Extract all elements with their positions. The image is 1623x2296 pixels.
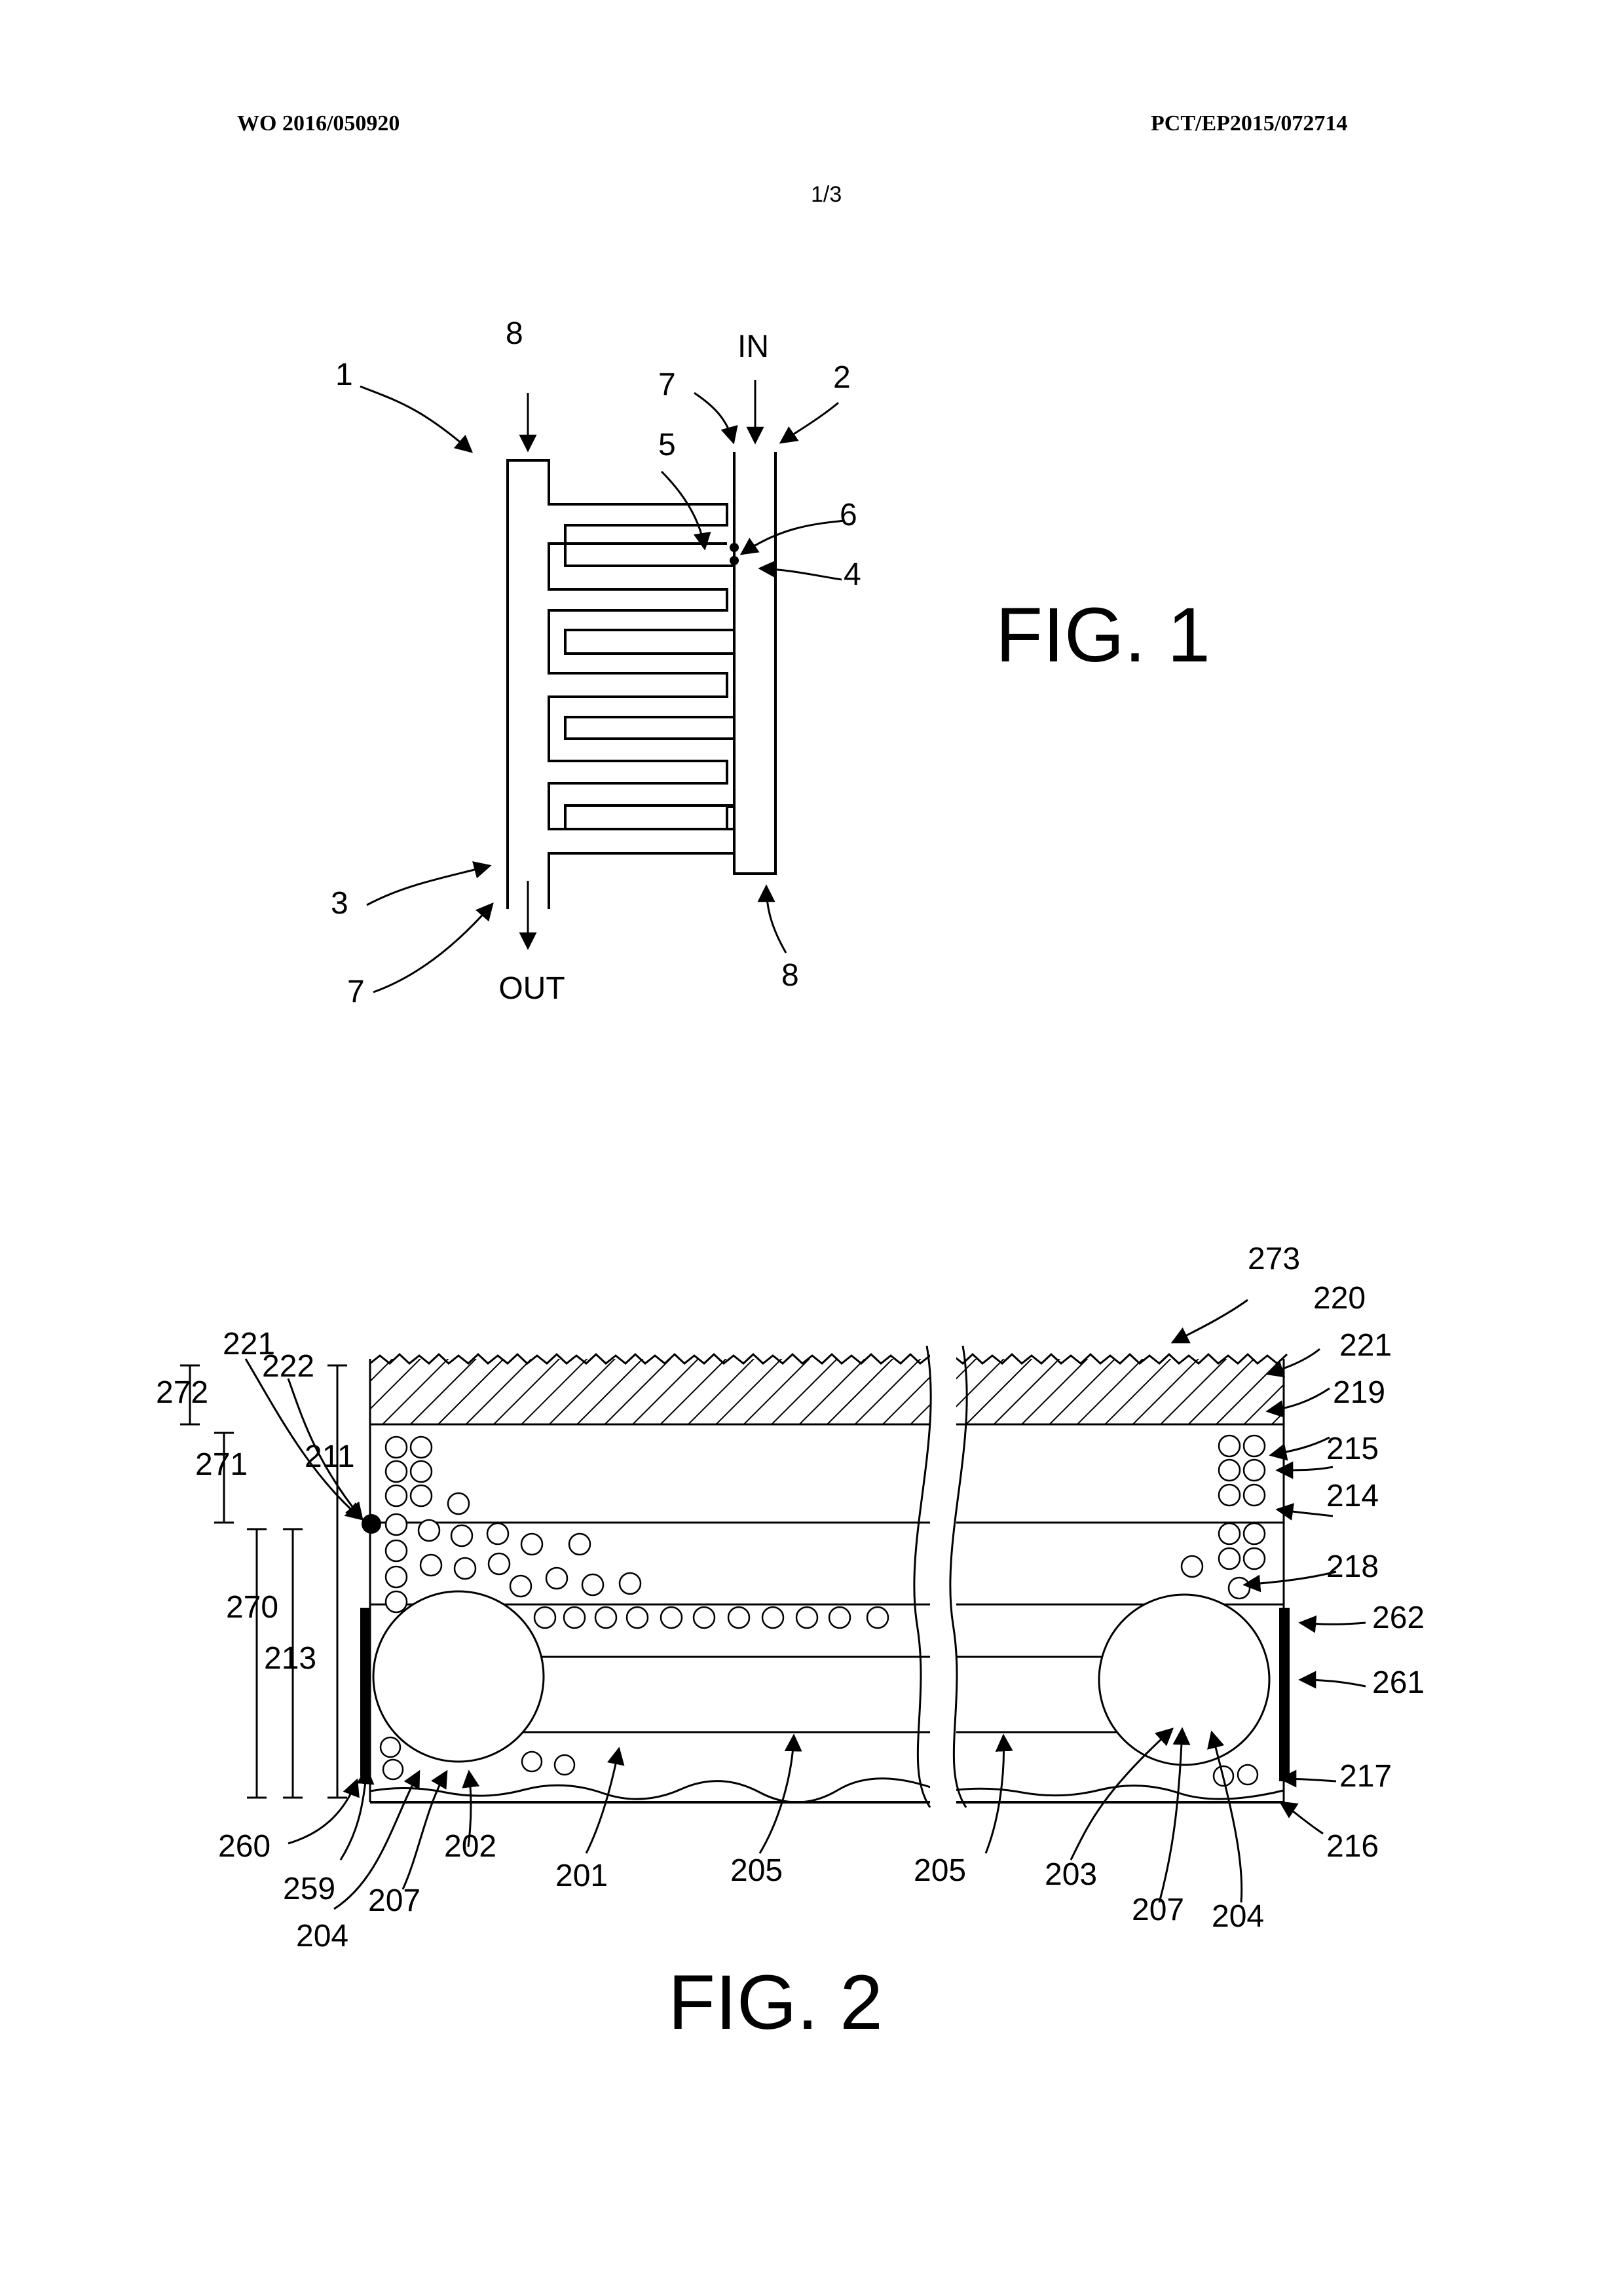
fig2-particles-right	[1180, 1434, 1266, 1787]
fig1-serpentine-channel	[548, 542, 734, 830]
fig2-ref-214: 214	[1326, 1479, 1379, 1513]
fig2-ref-204a: 204	[296, 1919, 348, 1953]
fig2-ref-211: 211	[305, 1439, 355, 1474]
fig1-ref-8b: 8	[781, 958, 799, 993]
fig1-ref-7a: 7	[658, 367, 676, 402]
fig1-label-in: IN	[737, 329, 769, 364]
fig2-ref-221b: 221	[1339, 1328, 1392, 1363]
fig1-heat-exchanger	[506, 452, 777, 909]
fig2-ref-260: 260	[218, 1829, 270, 1864]
fig1-ref-7b: 7	[347, 974, 365, 1009]
fig2-ref-204b: 204	[1212, 1899, 1264, 1934]
fig2-rough-surface	[369, 1352, 930, 1365]
fig2-ref-271: 271	[195, 1447, 248, 1482]
fig2-ref-262: 262	[1372, 1601, 1425, 1635]
fig2-ref-273: 273	[1248, 1242, 1300, 1276]
application-number: PCT/EP2015/072714	[1151, 111, 1348, 136]
fig2-ref-261: 261	[1372, 1665, 1425, 1700]
fig2-ref-207b: 207	[1132, 1893, 1184, 1927]
fig1-ref-8a: 8	[506, 316, 523, 351]
fig2-ref-205a: 205	[730, 1853, 783, 1888]
sheet-number: 1/3	[811, 182, 842, 207]
fig2-ref-219: 219	[1333, 1375, 1385, 1410]
fig1-leader-arrows	[360, 380, 846, 993]
fig1-inlet-tube	[733, 452, 777, 875]
fig2-ref-202: 202	[444, 1829, 496, 1864]
fig2-left-seal	[360, 1608, 371, 1777]
fig2-ref-259: 259	[283, 1872, 335, 1906]
fig1-junction-dot	[730, 543, 739, 552]
fig2-ref-205b: 205	[914, 1853, 966, 1888]
fig2-ref-222: 222	[262, 1349, 314, 1384]
fig1-reference-numerals: IN OUT 1 2 3 4 5 6 7 7 8 8	[331, 316, 861, 1009]
fig2-ref-215: 215	[1326, 1432, 1379, 1466]
fig2-ref-201: 201	[555, 1859, 608, 1893]
fig2-contact-dot	[362, 1514, 381, 1534]
fig2-ref-221a: 221	[223, 1327, 275, 1361]
fig2-ref-207a: 207	[368, 1883, 420, 1918]
fig2-ref-270: 270	[226, 1590, 278, 1625]
fig2-reference-numerals: 273 220 221 219 215 214 218 262 261 217 …	[156, 1242, 1425, 1953]
fig1-ref-1: 1	[335, 358, 353, 392]
fig2-ref-203: 203	[1045, 1857, 1097, 1892]
fig1-caption: FIG. 1	[996, 592, 1210, 678]
fig2-dimension-lines	[180, 1364, 347, 1799]
fig2-ref-272: 272	[156, 1375, 208, 1410]
fig2-break-lines	[913, 1345, 968, 1808]
fig2-ref-220: 220	[1313, 1281, 1366, 1316]
fig1-ref-6: 6	[840, 498, 857, 532]
fig2-cross-section	[360, 1345, 1290, 1808]
fig1-ref-4: 4	[844, 557, 861, 592]
fig2-ref-213: 213	[264, 1641, 316, 1676]
fig1-junction-dot	[730, 556, 739, 565]
fig2-particles-left	[379, 1435, 889, 1781]
fig2-ref-218: 218	[1326, 1549, 1379, 1584]
publication-number: WO 2016/050920	[237, 111, 400, 136]
fig1-ref-2: 2	[833, 360, 851, 395]
fig1-label-out: OUT	[498, 971, 565, 1006]
fig1-ref-3: 3	[331, 886, 348, 921]
fig2-hatched-layer	[370, 1359, 930, 1424]
fig1-ref-5: 5	[658, 428, 676, 462]
fig2-ref-217: 217	[1339, 1759, 1392, 1794]
fig2-leader-arrows	[244, 1299, 1366, 1910]
fig2-ref-216: 216	[1326, 1829, 1379, 1864]
fig2-caption: FIG. 2	[668, 1959, 883, 2046]
fig2-right-seal	[1279, 1608, 1290, 1781]
